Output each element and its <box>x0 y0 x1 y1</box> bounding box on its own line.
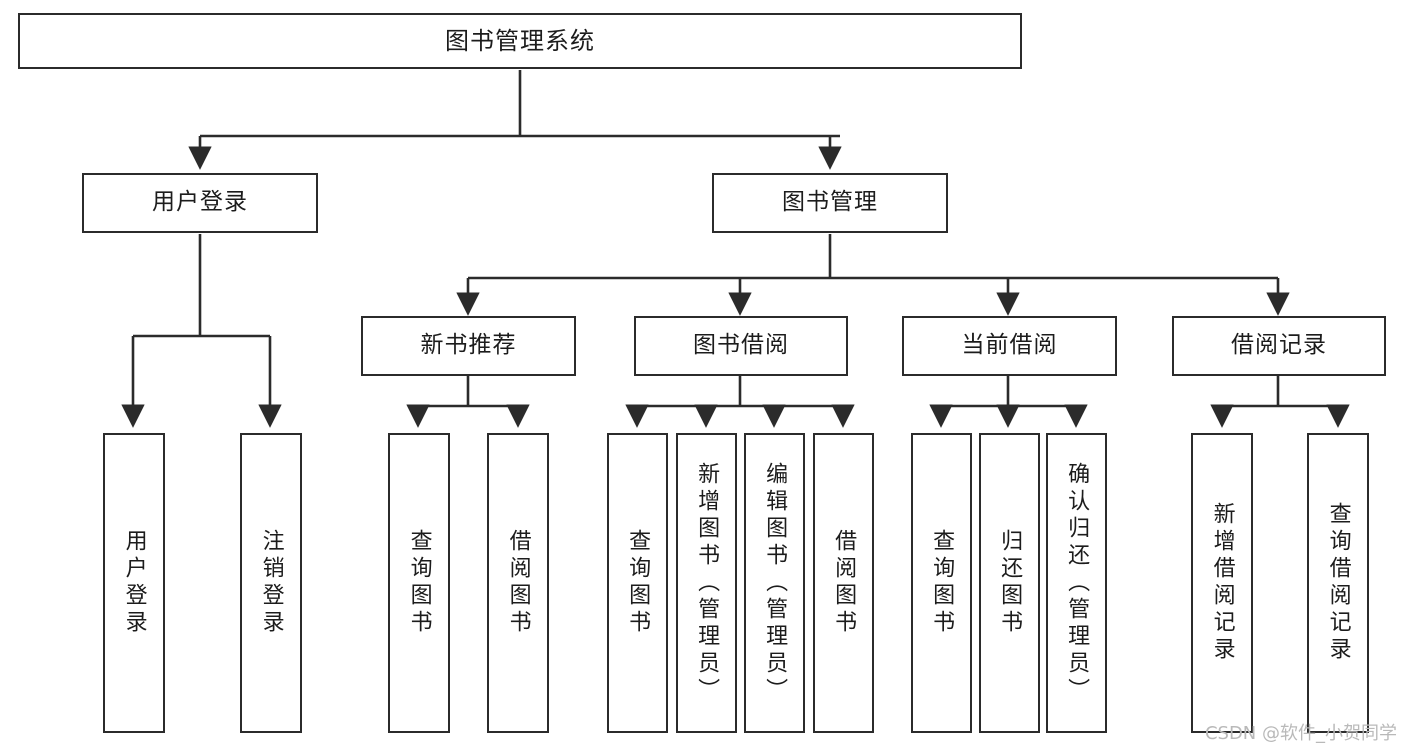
leaf-query-book-newbook-label: 查询图书 <box>406 529 432 637</box>
leaf-logout[interactable]: 注销登录 <box>240 433 302 733</box>
node-root-label: 图书管理系统 <box>445 26 595 55</box>
leaf-query-book-current-label: 查询图书 <box>929 529 955 637</box>
leaf-query-book-borrow[interactable]: 查询图书 <box>607 433 668 733</box>
node-current-borrow-label: 当前借阅 <box>961 332 1058 359</box>
leaf-add-borrow-record[interactable]: 新增借阅记录 <box>1191 433 1253 733</box>
leaf-borrow-book-borrow-label: 借阅图书 <box>831 529 857 637</box>
leaf-query-book-newbook[interactable]: 查询图书 <box>388 433 450 733</box>
watermark: CSDN @软件_小贺同学 <box>1204 723 1397 744</box>
node-book-management-label: 图书管理 <box>782 189 878 216</box>
leaf-return-book-label: 归还图书 <box>997 529 1023 637</box>
leaf-confirm-return-admin[interactable]: 确认归还（管理员） <box>1046 433 1107 733</box>
node-user-login-label: 用户登录 <box>152 189 248 216</box>
leaf-user-login-label: 用户登录 <box>121 529 147 637</box>
leaf-return-book[interactable]: 归还图书 <box>979 433 1040 733</box>
leaf-logout-label: 注销登录 <box>258 529 284 637</box>
node-book-borrow-label: 图书借阅 <box>693 332 789 359</box>
leaf-edit-book-admin[interactable]: 编辑图书（管理员） <box>744 433 805 733</box>
node-current-borrow[interactable]: 当前借阅 <box>902 316 1117 376</box>
leaf-borrow-book-newbook-label: 借阅图书 <box>505 529 531 637</box>
node-borrow-records[interactable]: 借阅记录 <box>1172 316 1386 376</box>
leaf-user-login[interactable]: 用户登录 <box>103 433 165 733</box>
leaf-confirm-return-admin-label: 确认归还（管理员） <box>1064 461 1090 705</box>
leaf-query-borrow-record[interactable]: 查询借阅记录 <box>1307 433 1369 733</box>
leaf-query-book-borrow-label: 查询图书 <box>625 529 651 637</box>
leaf-borrow-book-newbook[interactable]: 借阅图书 <box>487 433 549 733</box>
leaf-borrow-book-borrow[interactable]: 借阅图书 <box>813 433 874 733</box>
node-book-management[interactable]: 图书管理 <box>712 173 948 233</box>
node-book-borrow[interactable]: 图书借阅 <box>634 316 848 376</box>
node-new-book-recommend[interactable]: 新书推荐 <box>361 316 576 376</box>
node-root[interactable]: 图书管理系统 <box>18 13 1022 69</box>
node-borrow-records-label: 借阅记录 <box>1231 332 1327 359</box>
leaf-add-borrow-record-label: 新增借阅记录 <box>1209 502 1235 664</box>
node-new-book-recommend-label: 新书推荐 <box>420 332 517 359</box>
node-user-login[interactable]: 用户登录 <box>82 173 318 233</box>
leaf-add-book-admin[interactable]: 新增图书（管理员） <box>676 433 737 733</box>
leaf-query-book-current[interactable]: 查询图书 <box>911 433 972 733</box>
leaf-add-book-admin-label: 新增图书（管理员） <box>694 461 720 705</box>
leaf-query-borrow-record-label: 查询借阅记录 <box>1325 502 1351 664</box>
leaf-edit-book-admin-label: 编辑图书（管理员） <box>762 461 788 705</box>
